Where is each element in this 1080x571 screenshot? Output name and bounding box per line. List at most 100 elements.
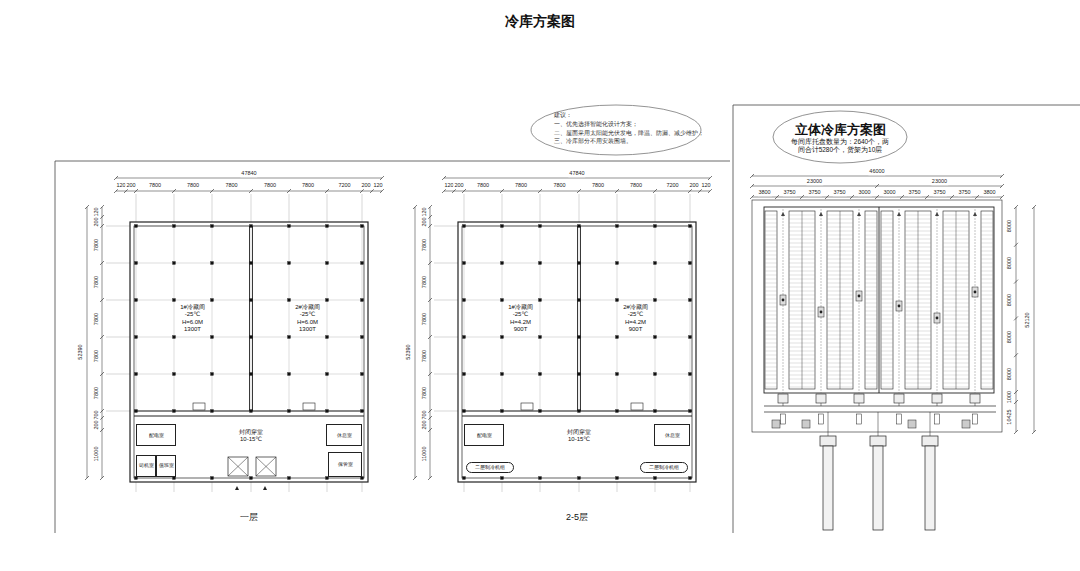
column-mark bbox=[689, 299, 692, 302]
dimension-tick bbox=[1000, 174, 1004, 178]
building-outline bbox=[458, 222, 696, 482]
stacker-crane bbox=[896, 301, 902, 311]
rack-bay bbox=[765, 275, 777, 276]
dimension-tick bbox=[775, 195, 779, 199]
rack-bay bbox=[865, 223, 877, 224]
dimension-tick bbox=[100, 416, 104, 420]
dimension-label: 7200 bbox=[337, 183, 351, 189]
dimension-label: 7800 bbox=[422, 385, 428, 399]
dimension-label: 8000 bbox=[1007, 293, 1013, 307]
rack-bay bbox=[865, 335, 877, 336]
rack-bay bbox=[881, 323, 893, 324]
rack-bay bbox=[765, 279, 777, 280]
rack-bay bbox=[981, 247, 993, 248]
rack-bay bbox=[865, 347, 877, 348]
dimension-label: 7800 bbox=[476, 183, 490, 189]
room-label: 配电室 bbox=[148, 432, 165, 438]
axis-line bbox=[106, 411, 130, 412]
axis-line bbox=[579, 194, 580, 222]
room-label: 二层制冷机组 bbox=[648, 464, 680, 470]
dimension-tick bbox=[850, 195, 854, 199]
loading-hall: 封闭穿堂10-15℃ bbox=[180, 420, 322, 452]
conveyor-spur bbox=[781, 414, 786, 424]
grid-line bbox=[462, 411, 692, 412]
column-mark bbox=[288, 477, 291, 480]
room-label: 值班室 bbox=[158, 463, 175, 469]
elevator-cross bbox=[228, 457, 248, 476]
dimension-tick bbox=[1032, 205, 1036, 209]
axis-line bbox=[540, 194, 541, 222]
rack-bay bbox=[765, 335, 777, 336]
column-mark bbox=[689, 336, 692, 339]
dimension-label: 7800 bbox=[186, 183, 200, 189]
dimension-tick bbox=[1014, 316, 1018, 320]
dimension-tick bbox=[1014, 353, 1018, 357]
dimension-tick bbox=[1032, 430, 1036, 434]
column-mark bbox=[463, 410, 466, 413]
dimension-tick bbox=[825, 195, 829, 199]
column-mark bbox=[211, 336, 214, 339]
column-mark bbox=[616, 225, 619, 228]
dimension-tick bbox=[428, 261, 432, 265]
column-mark bbox=[361, 262, 364, 265]
rack-bay bbox=[881, 375, 893, 376]
conveyor-spur bbox=[857, 414, 862, 424]
rack-bay bbox=[881, 303, 893, 304]
rack-bay bbox=[881, 299, 893, 300]
partition-wall bbox=[577, 226, 578, 411]
door-symbol bbox=[631, 403, 643, 410]
dimension-label: 11000 bbox=[422, 446, 428, 463]
dimension-label: 7800 bbox=[94, 237, 100, 251]
column-mark bbox=[361, 299, 364, 302]
rack-bay bbox=[881, 339, 893, 340]
column-mark bbox=[654, 262, 657, 265]
dimension-tick bbox=[428, 416, 432, 420]
room-label: 10-15℃ bbox=[239, 436, 263, 444]
column-mark bbox=[326, 336, 329, 339]
column-mark bbox=[539, 477, 542, 480]
rack-bay bbox=[981, 307, 993, 308]
dimension-tick bbox=[1014, 390, 1018, 394]
floor-heading: 一层 bbox=[130, 512, 368, 523]
rack-bay bbox=[865, 299, 877, 300]
dimension-tick bbox=[100, 298, 104, 302]
rack-bay bbox=[981, 223, 993, 224]
crane-mast bbox=[858, 295, 861, 298]
dimension-tick bbox=[750, 174, 754, 178]
grid-line bbox=[540, 226, 541, 411]
axis-line bbox=[327, 482, 328, 492]
column-mark bbox=[326, 299, 329, 302]
aisle-arrow bbox=[973, 212, 977, 216]
dimension-label: 3800 bbox=[982, 190, 996, 196]
dimension-tick bbox=[124, 189, 128, 193]
dimension-line bbox=[1016, 207, 1017, 432]
room-label: 建议： bbox=[554, 111, 572, 120]
rack-bay bbox=[881, 227, 893, 228]
pickup-station bbox=[816, 394, 826, 403]
column-mark bbox=[689, 373, 692, 376]
dimension-tick bbox=[698, 189, 702, 193]
crane-mast bbox=[898, 305, 901, 308]
elevator-cross bbox=[228, 457, 248, 476]
aisle-arrow bbox=[781, 212, 785, 216]
column-mark bbox=[501, 410, 504, 413]
rack-bay bbox=[765, 243, 777, 244]
column-mark bbox=[135, 336, 138, 339]
rack-bay bbox=[981, 343, 993, 344]
room-label: H=4.2M bbox=[624, 319, 647, 327]
dock-link bbox=[930, 412, 931, 436]
room-label: H=6.0M bbox=[181, 319, 204, 327]
dimension-label: 7800 bbox=[629, 183, 643, 189]
rack-bay bbox=[865, 371, 877, 372]
cold-room: 2#冷藏间-25℃H=6.0M1300T bbox=[253, 226, 362, 411]
rack-bay bbox=[865, 355, 877, 356]
room-label: 保管室 bbox=[337, 461, 354, 467]
room-label: 1300T bbox=[183, 326, 202, 334]
stacker-crane bbox=[856, 291, 862, 301]
pickup-station bbox=[970, 394, 980, 403]
column-mark bbox=[135, 225, 138, 228]
rack-bay bbox=[765, 371, 777, 372]
cold-room-wall bbox=[134, 411, 364, 412]
room-label: 封闭穿堂 bbox=[566, 429, 592, 437]
crane-rail bbox=[783, 209, 784, 393]
